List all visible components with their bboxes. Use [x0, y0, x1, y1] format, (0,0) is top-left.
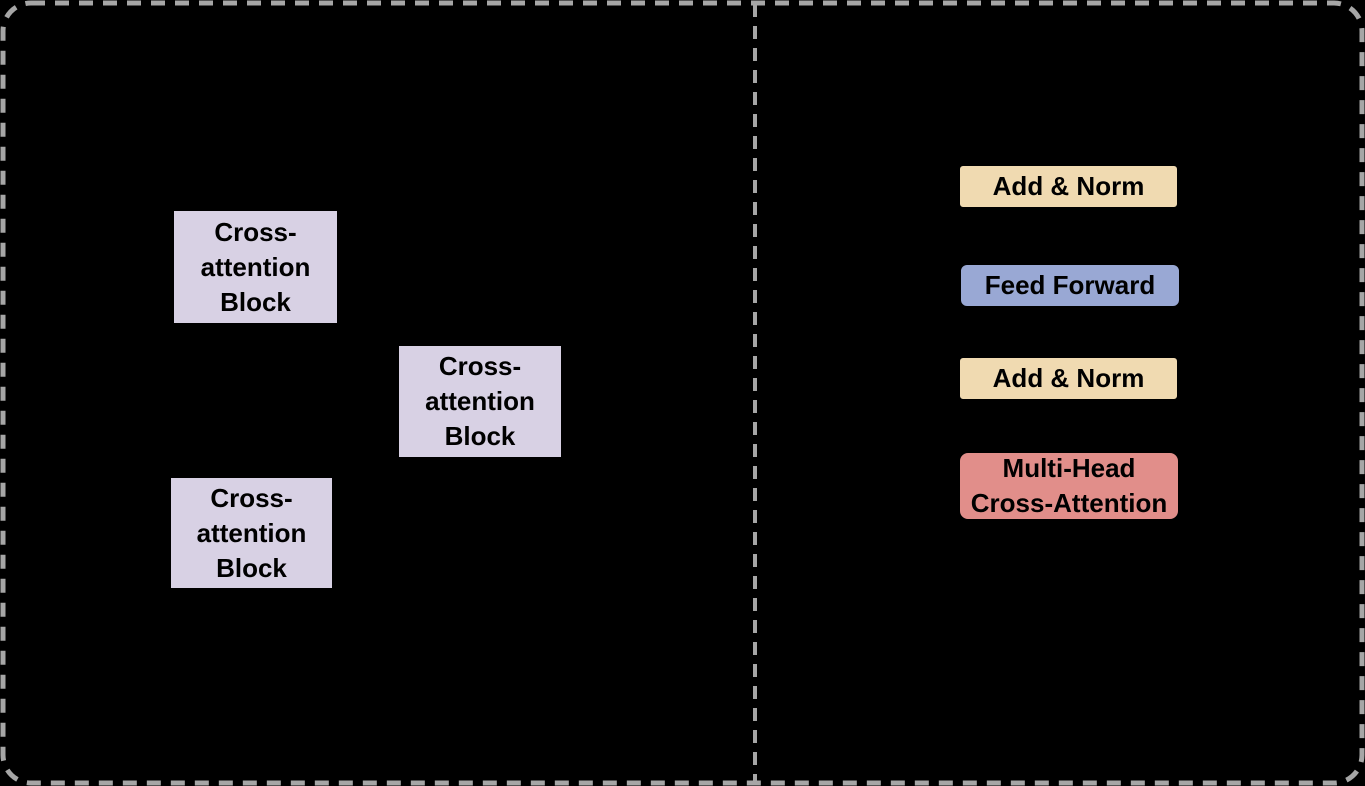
- cross-attention-block-3: Cross- attention Block: [171, 478, 332, 588]
- add-norm-block-bottom: Add & Norm: [958, 356, 1179, 401]
- block-label-line: Block: [444, 421, 516, 451]
- block-label-line: Add & Norm: [992, 363, 1145, 393]
- block-label-line: Cross-Attention: [970, 488, 1168, 518]
- add-norm-block-top: Add & Norm: [958, 164, 1179, 209]
- block-label-line: Feed Forward: [984, 270, 1156, 300]
- block-label-line: Cross-: [210, 482, 293, 513]
- block-label-line: Cross-: [214, 216, 297, 247]
- block-label-line: attention: [196, 517, 307, 548]
- block-label-line: Multi-Head: [1002, 453, 1136, 483]
- block-label-line: attention: [425, 386, 535, 416]
- block-label-line: Block: [220, 286, 291, 317]
- multi-head-cross-attention-block: Multi-Head Cross-Attention: [958, 451, 1180, 521]
- block-label-line: Cross-: [438, 351, 522, 381]
- feed-forward-block: Feed Forward: [959, 263, 1181, 308]
- block-label-line: Block: [216, 552, 287, 583]
- cross-attention-block-1: Cross- attention Block: [174, 211, 337, 323]
- block-label-line: Add & Norm: [992, 171, 1145, 201]
- cross-attention-block-2: Cross- attention Block: [399, 346, 561, 457]
- block-label-line: attention: [200, 251, 311, 282]
